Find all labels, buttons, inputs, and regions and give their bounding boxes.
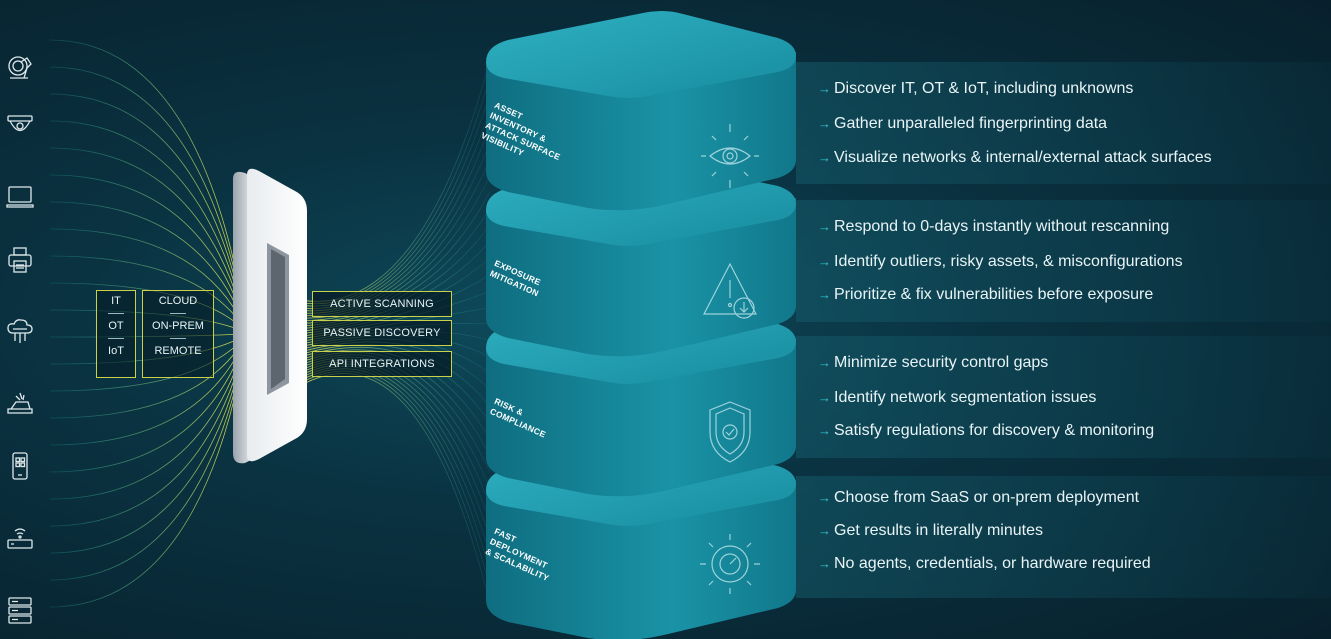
env-loc-onprem: ON-PREM bbox=[152, 320, 204, 332]
benefit-item: →Discover IT, OT & IoT, including unknow… bbox=[818, 80, 1133, 98]
left-connection-line bbox=[49, 357, 241, 500]
left-connection-line bbox=[49, 255, 241, 323]
laptop-icon bbox=[6, 183, 34, 211]
left-connection-line bbox=[49, 361, 241, 527]
benefit-text: Prioritize & fix vulnerabilities before … bbox=[834, 286, 1154, 303]
arrow-icon: → bbox=[818, 116, 831, 131]
tier-stack bbox=[486, 11, 796, 639]
discovery-appliance bbox=[233, 168, 307, 464]
benefit-text: No agents, credentials, or hardware requ… bbox=[834, 555, 1151, 572]
left-connection-line bbox=[49, 66, 241, 295]
benefit-item: →No agents, credentials, or hardware req… bbox=[818, 555, 1151, 573]
benefit-text: Discover IT, OT & IoT, including unknown… bbox=[834, 80, 1134, 97]
benefit-item: →Choose from SaaS or on-prem deployment bbox=[818, 489, 1139, 507]
band-tier-1 bbox=[796, 62, 1331, 184]
arrow-icon: → bbox=[818, 523, 831, 538]
left-connection-line bbox=[49, 341, 241, 392]
benefit-item: →Identify network segmentation issues bbox=[818, 389, 1096, 407]
env-type-iot: IoT bbox=[108, 345, 124, 357]
arrow-icon: → bbox=[818, 254, 831, 269]
benefit-item: →Prioritize & fix vulnerabilities before… bbox=[818, 286, 1153, 304]
right-connection-line bbox=[299, 92, 491, 307]
left-connection-line bbox=[49, 365, 241, 554]
benefit-item: →Get results in literally minutes bbox=[818, 522, 1043, 540]
benefit-text: Identify outliers, risky assets, & misco… bbox=[834, 253, 1183, 270]
arrow-icon: → bbox=[818, 150, 831, 165]
left-connection-line bbox=[49, 147, 241, 307]
benefit-text: Respond to 0-days instantly without resc… bbox=[834, 218, 1170, 235]
arrow-icon: → bbox=[818, 355, 831, 370]
eye-discovery-icon bbox=[701, 124, 759, 188]
arrow-icon: → bbox=[818, 219, 831, 234]
gear-speed-icon bbox=[700, 534, 760, 594]
left-connection-line bbox=[49, 39, 241, 291]
method-passive-discovery: PASSIVE DISCOVERY bbox=[312, 320, 452, 346]
arrow-icon: → bbox=[818, 556, 831, 571]
left-connection-line bbox=[49, 353, 241, 473]
left-connection-line bbox=[49, 174, 241, 311]
right-connection-line bbox=[299, 125, 491, 312]
left-connection-line bbox=[49, 349, 241, 446]
benefit-item: →Visualize networks & internal/external … bbox=[818, 149, 1212, 167]
right-connection-line bbox=[299, 373, 491, 605]
env-type-it: IT bbox=[111, 295, 121, 307]
left-connection-line bbox=[49, 373, 241, 608]
arrow-icon: → bbox=[818, 390, 831, 405]
env-loc-remote: REMOTE bbox=[154, 345, 202, 357]
benefit-text: Get results in literally minutes bbox=[834, 522, 1043, 539]
mobile-device-icon bbox=[6, 452, 34, 480]
left-connection-line bbox=[49, 345, 241, 419]
shield-check-icon bbox=[709, 401, 751, 463]
right-connection-line bbox=[299, 191, 491, 322]
band-tier-3 bbox=[796, 336, 1331, 458]
right-connection-line bbox=[299, 76, 491, 305]
left-connection-line bbox=[49, 228, 241, 319]
right-connection-line bbox=[299, 59, 491, 302]
method-api-integrations: API INTEGRATIONS bbox=[312, 351, 452, 377]
arrow-icon: → bbox=[818, 423, 831, 438]
benefit-item: →Identify outliers, risky assets, & misc… bbox=[818, 253, 1183, 271]
benefit-item: →Satisfy regulations for discovery & mon… bbox=[818, 422, 1154, 440]
env-loc-cloud: CLOUD bbox=[158, 295, 198, 307]
router-signal-icon bbox=[6, 388, 34, 416]
right-connection-line bbox=[299, 109, 491, 309]
environment-type-box: IT OT IoT bbox=[96, 290, 136, 378]
benefit-item: →Gather unparalleled fingerprinting data bbox=[818, 115, 1107, 133]
benefit-text: Satisfy regulations for discovery & moni… bbox=[834, 422, 1155, 439]
arrow-icon: → bbox=[818, 81, 831, 96]
benefit-item: →Minimize security control gaps bbox=[818, 354, 1048, 372]
cloud-network-icon bbox=[6, 317, 34, 345]
security-camera-icon bbox=[6, 112, 34, 140]
benefit-text: Minimize security control gaps bbox=[834, 354, 1049, 371]
environment-location-box: CLOUD ON-PREM REMOTE bbox=[142, 290, 214, 378]
method-active-scanning: ACTIVE SCANNING bbox=[312, 291, 452, 317]
right-connection-line bbox=[299, 363, 491, 539]
server-rack-icon bbox=[6, 596, 34, 624]
arrow-icon: → bbox=[818, 287, 831, 302]
benefit-text: Gather unparalleled fingerprinting data bbox=[834, 115, 1108, 132]
right-connection-line bbox=[299, 370, 491, 589]
left-connection-line bbox=[49, 120, 241, 303]
printer-icon bbox=[6, 246, 34, 274]
right-connection-line bbox=[299, 344, 491, 407]
left-connection-line bbox=[49, 369, 241, 581]
band-tier-2 bbox=[796, 200, 1331, 322]
arrow-icon: → bbox=[818, 490, 831, 505]
env-type-ot: OT bbox=[108, 320, 124, 332]
warning-triangle-icon bbox=[703, 262, 757, 319]
robot-arm-icon bbox=[6, 54, 34, 82]
benefit-item: →Respond to 0-days instantly without res… bbox=[818, 218, 1169, 236]
benefit-text: Choose from SaaS or on-prem deployment bbox=[834, 489, 1140, 506]
left-connection-line bbox=[49, 93, 241, 299]
benefit-text: Visualize networks & internal/external a… bbox=[834, 149, 1212, 166]
wifi-router-icon bbox=[6, 523, 34, 551]
left-connection-line bbox=[49, 201, 241, 315]
band-tier-4 bbox=[796, 476, 1331, 598]
benefit-text: Identify network segmentation issues bbox=[834, 389, 1097, 406]
